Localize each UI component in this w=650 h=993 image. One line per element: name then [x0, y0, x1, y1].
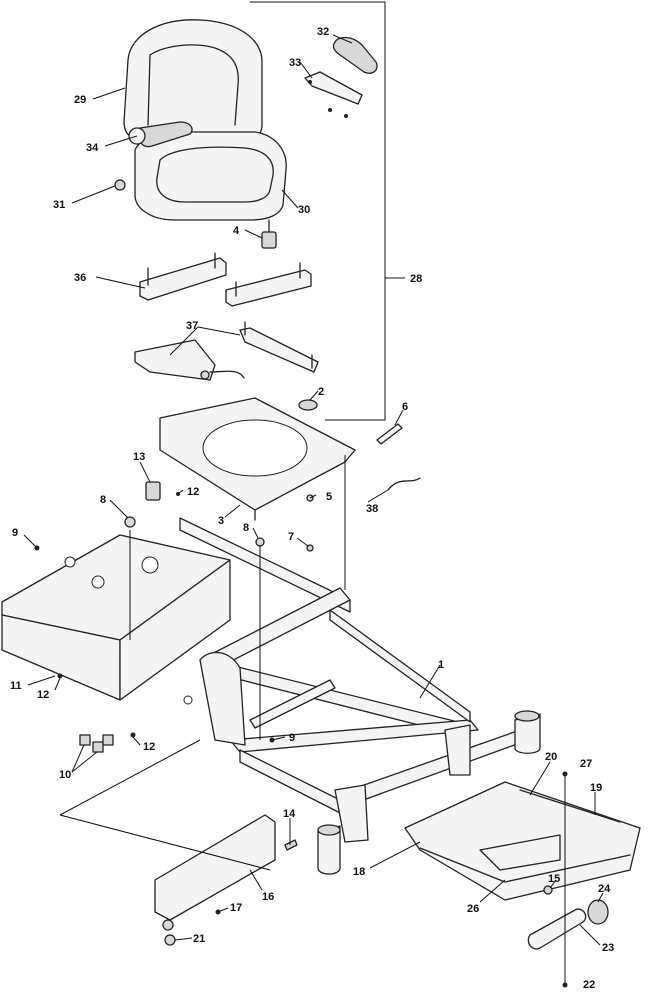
callout-6: 6	[402, 401, 408, 413]
callout-33: 33	[289, 57, 301, 69]
switch-13	[145, 481, 180, 501]
axle-assembly	[527, 775, 609, 988]
callout-19: 19	[590, 782, 602, 794]
callout-30: 30	[298, 204, 310, 216]
bushing-8b	[255, 537, 265, 547]
callout-12b: 12	[37, 689, 49, 701]
leader-lines	[23, 34, 604, 946]
callout-20: 20	[545, 751, 557, 763]
seat-assembly	[123, 19, 287, 221]
callout-3: 3	[218, 515, 224, 527]
callout-21: 21	[193, 933, 205, 945]
callout-23: 23	[602, 942, 614, 954]
callout-9a: 9	[12, 527, 18, 539]
pin-6	[376, 423, 403, 445]
callout-7: 7	[288, 531, 294, 543]
callout-18: 18	[353, 866, 365, 878]
nut-7	[306, 544, 314, 552]
callout-27: 27	[580, 758, 592, 770]
callout-2: 2	[318, 386, 324, 398]
armrest-bracket-33	[304, 71, 363, 118]
nut-31	[114, 179, 126, 191]
callout-36: 36	[74, 272, 86, 284]
brackets-10	[79, 732, 136, 753]
callout-37: 37	[186, 320, 198, 332]
knob-21	[164, 934, 176, 946]
callout-12c: 12	[143, 741, 155, 753]
main-frame-1	[1, 517, 541, 875]
seat-slide-rails-37	[134, 321, 319, 381]
seat-switch-4	[261, 219, 277, 249]
callout-24: 24	[598, 883, 611, 895]
callout-28: 28	[410, 273, 422, 285]
callout-16: 16	[262, 891, 274, 903]
callout-22: 22	[583, 979, 595, 991]
callout-5: 5	[326, 491, 332, 503]
seat-brackets-36	[139, 252, 312, 307]
spacer-2	[298, 399, 318, 411]
callout-38: 38	[366, 503, 378, 515]
callout-15: 15	[548, 873, 560, 885]
callout-29: 29	[74, 94, 86, 106]
callout-10: 10	[59, 769, 71, 781]
callout-4: 4	[233, 225, 240, 237]
callout-26: 26	[467, 903, 479, 915]
callout-13: 13	[133, 451, 145, 463]
harness-38	[387, 477, 421, 491]
callout-1: 1	[438, 659, 444, 671]
bolt-14	[284, 839, 298, 851]
callout-17: 17	[230, 902, 242, 914]
bushing-8a	[124, 516, 136, 528]
foot-pan-assembly	[404, 771, 641, 901]
callout-8b: 8	[243, 522, 249, 534]
callout-labels: 1 2 3 4 5 6 7 8 8 9 9 10 11 12 12 12 13 …	[10, 26, 614, 991]
nut-12c	[57, 673, 63, 679]
callout-8a: 8	[100, 494, 106, 506]
callout-11: 11	[10, 680, 22, 692]
rear-cover-16	[154, 814, 276, 931]
callout-12a: 12	[187, 486, 199, 498]
armrest-32	[332, 36, 378, 74]
callout-31: 31	[53, 199, 65, 211]
kit-bracket-28	[250, 1, 405, 421]
callout-9b: 9	[289, 732, 295, 744]
callout-14: 14	[283, 808, 296, 820]
callout-32: 32	[317, 26, 329, 38]
callout-34: 34	[86, 142, 99, 154]
